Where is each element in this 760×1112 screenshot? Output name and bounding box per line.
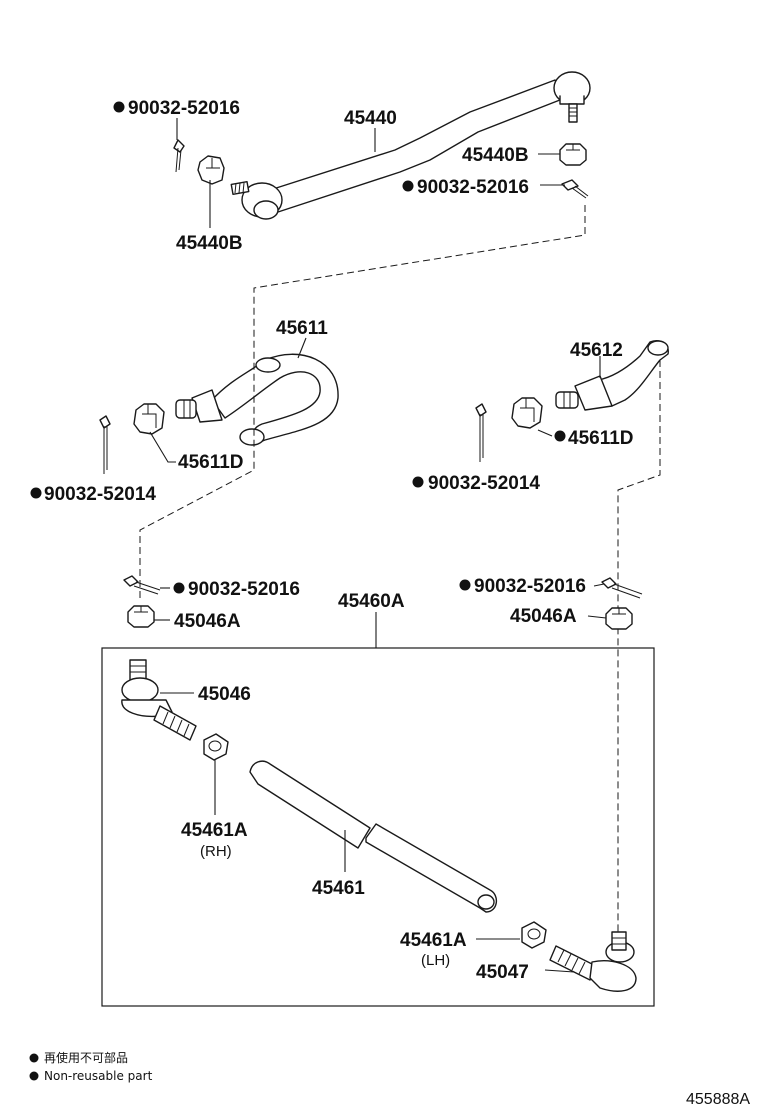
- label-knuckle-arm-rh: 45611: [276, 318, 328, 339]
- label-clamp-nut-lh: 45461A: [400, 930, 467, 951]
- label-tie-rod-assembly: 45460A: [338, 591, 405, 612]
- cotter-pin-top-right: [561, 179, 589, 199]
- legend: 再使用不可部品 Non-reusable part: [29, 1050, 153, 1083]
- label-clamp-nut-lh-side: (LH): [421, 952, 450, 969]
- label-nut-45046a-left: 45046A: [174, 611, 241, 632]
- castle-nut-45440b-right: [559, 143, 587, 166]
- label-tie-rod-end-lh: 45047: [476, 962, 529, 983]
- tie-rod-end-45046: [121, 659, 197, 741]
- label-cotter-pin-arm-right: 90032-52014: [428, 473, 540, 494]
- cotter-pin-end-left: [123, 575, 161, 595]
- label-cotter-pin-end-right: 90032-52016: [474, 576, 586, 597]
- diagram-code: 455888A: [686, 1091, 750, 1108]
- label-drag-link: 45440: [344, 108, 397, 129]
- castle-nut-45046a-left: [127, 605, 155, 628]
- label-nut-45440b-right: 45440B: [462, 145, 529, 166]
- knuckle-arm-45611: [175, 353, 339, 446]
- label-cotter-pin-top-left: 90032-52016: [128, 98, 240, 119]
- label-nut-45611d-right: 45611D: [568, 428, 634, 449]
- tie-rod-assembly-frame: [101, 647, 655, 1007]
- legend-text-jp: 再使用不可部品: [44, 1050, 128, 1065]
- label-tie-rod-tube: 45461: [312, 878, 365, 899]
- castle-nut-45046a-right: [605, 607, 633, 630]
- cotter-pin-top-left: [173, 139, 185, 173]
- clamp-nut-45461a-rh: [203, 733, 229, 761]
- label-cotter-pin-end-left: 90032-52016: [188, 579, 300, 600]
- label-nut-45611d-left: 45611D: [178, 452, 244, 473]
- label-cotter-pin-arm-left: 90032-52014: [44, 484, 156, 505]
- legend-text-en: Non-reusable part: [44, 1069, 153, 1083]
- castle-nut-45440b-left: [197, 155, 225, 185]
- label-nut-45046a-right: 45046A: [510, 606, 577, 627]
- drag-link-45440: [230, 71, 591, 220]
- castle-nut-45611d-right: [511, 397, 543, 429]
- label-cotter-pin-top-right: 90032-52016: [417, 177, 529, 198]
- cotter-pin-arm-right: [475, 403, 487, 462]
- alignment-line-right: [617, 360, 661, 940]
- label-nut-45440b-left: 45440B: [176, 233, 243, 254]
- label-knuckle-arm-lh: 45612: [570, 340, 623, 361]
- label-tie-rod-end-rh: 45046: [198, 684, 251, 705]
- cotter-pin-arm-left: [99, 415, 111, 474]
- tie-rod-end-45047: [549, 931, 637, 992]
- label-clamp-nut-rh-side: (RH): [200, 843, 232, 860]
- knuckle-arm-45612: [555, 340, 669, 411]
- cotter-pin-end-right: [601, 577, 643, 599]
- castle-nut-45611d-left: [133, 403, 165, 435]
- tie-rod-tube-45461: [249, 760, 497, 913]
- clamp-nut-45461a-lh: [521, 921, 547, 949]
- label-clamp-nut-rh: 45461A: [181, 820, 248, 841]
- alignment-line-left-upper: [139, 205, 586, 600]
